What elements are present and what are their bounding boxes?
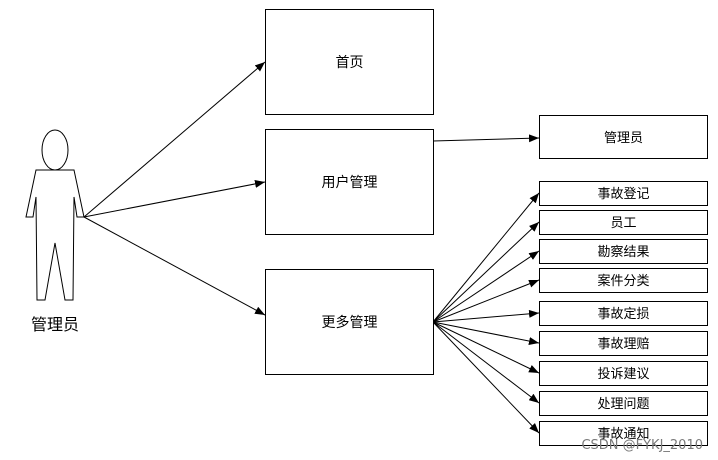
- node-admin-label: 管理员: [604, 131, 643, 146]
- edge-more-mgmt-accident-notice: [432, 321, 540, 434]
- actor-figure: [25, 129, 85, 301]
- node-handle-issue-label: 处理问题: [597, 397, 649, 412]
- node-claim-settlement: 事故理赔: [539, 331, 708, 356]
- edge-user-mgmt-admin: [432, 134, 540, 143]
- watermark: CSDN @FYKJ_2010: [581, 438, 703, 453]
- node-staff: 员工: [539, 210, 708, 235]
- actor-body: [25, 169, 85, 301]
- edge-more-mgmt-accident-register: [432, 192, 540, 323]
- edge-more-mgmt-case-category: [432, 279, 540, 323]
- node-survey-result: 勘察结果: [539, 239, 708, 264]
- node-case-category: 案件分类: [539, 268, 708, 293]
- node-more-mgmt: 更多管理: [265, 269, 434, 375]
- node-admin: 管理员: [539, 115, 708, 159]
- edge-actor-home: [83, 61, 266, 218]
- node-accident-notice-label: 事故通知: [597, 426, 649, 442]
- node-home: 首页: [265, 9, 434, 115]
- edge-more-mgmt-survey-result: [432, 250, 540, 323]
- edge-more-mgmt-loss-assessment: [432, 309, 540, 323]
- node-home-label: 首页: [336, 55, 364, 71]
- node-survey-result-label: 勘察结果: [597, 245, 649, 260]
- node-accident-notice: 事故通知: [539, 421, 708, 446]
- node-staff-label: 员工: [610, 216, 636, 231]
- node-more-mgmt-label: 更多管理: [322, 314, 378, 331]
- edge-actor-more-mgmt: [83, 216, 266, 316]
- node-accident-register: 事故登记: [539, 181, 708, 206]
- edge-more-mgmt-complaint-suggestion: [432, 321, 540, 374]
- node-complaint-suggestion-label: 投诉建议: [597, 366, 649, 382]
- node-complaint-suggestion: 投诉建议: [539, 361, 708, 386]
- node-user-mgmt-label: 用户管理: [322, 174, 378, 191]
- actor-label: 管理员: [31, 315, 79, 334]
- node-accident-register-label: 事故登记: [597, 187, 649, 202]
- edge-more-mgmt-handle-issue: [432, 321, 540, 404]
- edge-more-mgmt-claim-settlement: [432, 321, 540, 345]
- node-claim-settlement-label: 事故理赔: [597, 337, 649, 352]
- edge-actor-user-mgmt: [83, 179, 266, 218]
- node-loss-assessment: 事故定损: [539, 301, 708, 326]
- edges: [83, 61, 540, 434]
- node-loss-assessment-label: 事故定损: [597, 307, 649, 322]
- node-case-category-label: 案件分类: [597, 274, 649, 289]
- edge-more-mgmt-staff: [432, 221, 540, 323]
- node-user-mgmt: 用户管理: [265, 129, 434, 235]
- node-handle-issue: 处理问题: [539, 391, 708, 416]
- actor-head: [41, 129, 69, 171]
